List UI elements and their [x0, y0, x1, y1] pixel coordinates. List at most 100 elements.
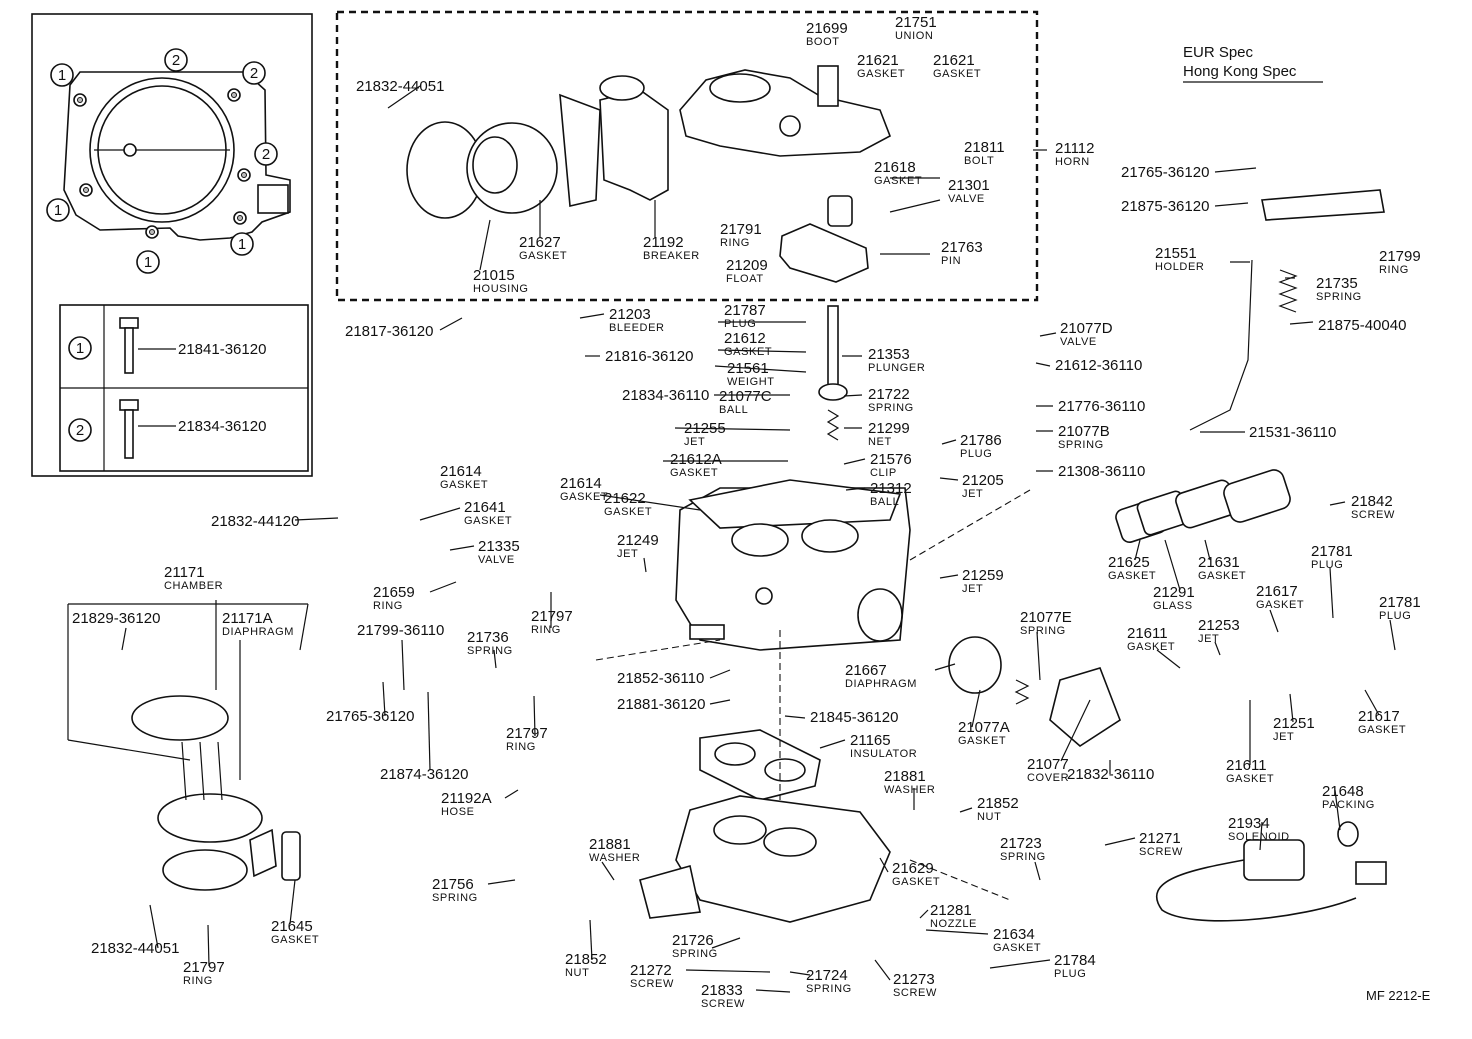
leader-line: [207, 924, 210, 967]
part-number: 21791: [720, 221, 762, 238]
part-number: 21299: [868, 420, 910, 437]
leader-line: [401, 639, 405, 691]
part-number: 21272: [630, 962, 672, 979]
part-number: 21171A: [222, 610, 273, 627]
part-name: PLUG: [1379, 610, 1411, 622]
part-number: 21699: [806, 20, 848, 37]
part-number: 21614: [440, 463, 482, 480]
part-name: BALL: [870, 496, 899, 508]
spec-line-eur: EUR Spec: [1183, 44, 1254, 61]
part-number: 21765-36120: [326, 708, 414, 725]
part-number: 21765-36120: [1121, 164, 1209, 181]
part-number: 21845-36120: [810, 709, 898, 726]
part-name: SPRING: [1020, 625, 1066, 637]
part-name: DIAPHRAGM: [845, 678, 917, 690]
part-name: PLUG: [960, 448, 992, 460]
part-number: 21192: [643, 234, 684, 251]
part-name: SCREW: [1351, 509, 1395, 521]
legend-marker-1: 1: [76, 340, 84, 357]
part-label-21765-36120: 21765-36120: [326, 708, 414, 725]
part-number: 21551: [1155, 245, 1197, 262]
bolt-markers: 1 2 2 2 1 1 1: [46, 48, 278, 274]
part-name: JET: [1198, 633, 1219, 645]
choke-housing-drawing: [406, 75, 669, 219]
insulator-drawing: [699, 729, 821, 801]
part-name: GASKET: [1108, 570, 1156, 582]
part-label-21308-36110: 21308-36110: [1058, 463, 1145, 480]
part-name: GASKET: [1256, 599, 1304, 611]
part-number: 21816-36120: [605, 348, 693, 365]
part-name: NOZZLE: [930, 918, 977, 930]
throttle-flange-drawing: [63, 71, 291, 241]
leader-line: [643, 557, 647, 573]
part-label-21829-36120: 21829-36120: [72, 610, 160, 627]
leader-line: [533, 695, 536, 737]
part-name: GASKET: [604, 506, 652, 518]
float-drawing: [779, 195, 930, 283]
part-number: 21617: [1358, 708, 1400, 725]
leader-line: [579, 313, 605, 319]
part-number: 21852: [565, 951, 607, 968]
part-label-21765-36120: 21765-36120: [1121, 164, 1209, 181]
part-number: 21612A: [670, 451, 722, 468]
leader-line: [504, 789, 519, 799]
leader-line: [755, 989, 791, 993]
leader-line: [1036, 631, 1041, 681]
part-number: 21634: [993, 926, 1035, 943]
power-valve-diaphragm-drawing: [948, 636, 1121, 747]
leader-line: [294, 517, 339, 521]
leader-line: [989, 959, 1051, 969]
part-name: RING: [720, 237, 750, 249]
part-number: 21881-36120: [617, 696, 705, 713]
part-name: NET: [868, 436, 892, 448]
part-number: 21833: [701, 982, 743, 999]
air-horn-drawing: [679, 65, 892, 157]
part-name: GASKET: [958, 735, 1006, 747]
throttle-body-drawing: [639, 795, 891, 923]
guide-line: [595, 639, 721, 661]
part-name: DIAPHRAGM: [222, 626, 294, 638]
part-name: FLOAT: [726, 273, 764, 285]
part-name: CLIP: [870, 467, 897, 479]
part-name: GASKET: [874, 175, 922, 187]
part-label-21816-36120: 21816-36120: [605, 348, 693, 365]
part-number: 21112: [1055, 140, 1095, 157]
part-number: 21077: [1027, 756, 1069, 773]
leader-line: [419, 507, 461, 521]
part-name: WASHER: [589, 852, 640, 864]
part-number: 21832-44051: [356, 78, 444, 95]
leader-line: [941, 439, 957, 445]
part-label-21875-36120: 21875-36120: [1121, 198, 1209, 215]
part-name: VALVE: [478, 554, 515, 566]
leader-line: [1039, 332, 1057, 337]
leader-line: [479, 219, 491, 271]
part-name: PLUG: [724, 318, 756, 330]
part-number: 21077C: [719, 388, 772, 405]
leader-line: [1104, 837, 1136, 846]
leader-line: [1259, 821, 1263, 851]
accelerator-pump-drawing: [818, 305, 848, 441]
part-number: 21077D: [1060, 320, 1113, 337]
bolt-legend: 1 2 21841-36120 21834-36120: [68, 317, 266, 459]
part-number: 21852: [977, 795, 1019, 812]
leader-line: [1289, 321, 1314, 325]
